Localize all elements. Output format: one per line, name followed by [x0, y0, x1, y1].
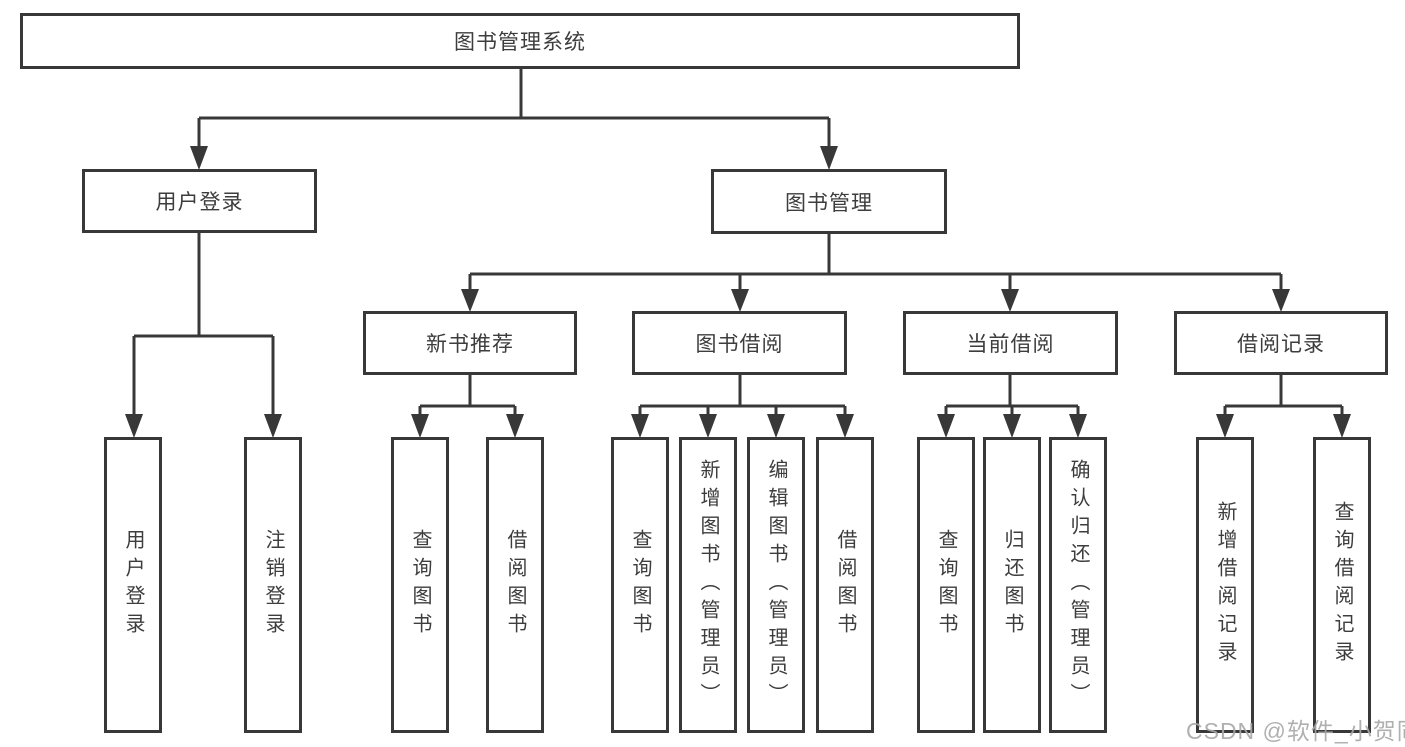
node-new-book-recommend: 新书推荐 — [363, 311, 577, 375]
leaf-edit-books-admin: 编辑图书（管理员） — [747, 437, 805, 733]
node-library-system-root: 图书管理系统 — [20, 13, 1020, 69]
leaf-confirm-return-admin: 确认归还（管理员） — [1049, 437, 1107, 733]
leaf-borrow-books-recommend: 借阅图书 — [486, 437, 544, 733]
leaf-add-books-admin: 新增图书（管理员） — [679, 437, 737, 733]
node-book-borrow: 图书借阅 — [632, 311, 847, 375]
csdn-watermark: CSDN @软件_小贺同学 — [1186, 718, 1405, 744]
leaf-return-books: 归还图书 — [983, 437, 1041, 733]
node-current-borrow: 当前借阅 — [903, 311, 1118, 375]
node-borrow-records: 借阅记录 — [1174, 311, 1388, 375]
leaf-borrow-books: 借阅图书 — [816, 437, 874, 733]
node-user-login: 用户登录 — [82, 169, 317, 233]
leaf-query-books-current: 查询图书 — [917, 437, 975, 733]
leaf-logout-login: 注销登录 — [244, 437, 302, 733]
leaf-query-borrow-record: 查询借阅记录 — [1313, 437, 1371, 733]
node-book-management: 图书管理 — [711, 169, 947, 234]
leaf-user-login: 用户登录 — [104, 437, 162, 733]
leaf-add-borrow-record: 新增借阅记录 — [1196, 437, 1254, 733]
leaf-query-books-recommend: 查询图书 — [391, 437, 449, 733]
leaf-query-books-borrow: 查询图书 — [611, 437, 669, 733]
